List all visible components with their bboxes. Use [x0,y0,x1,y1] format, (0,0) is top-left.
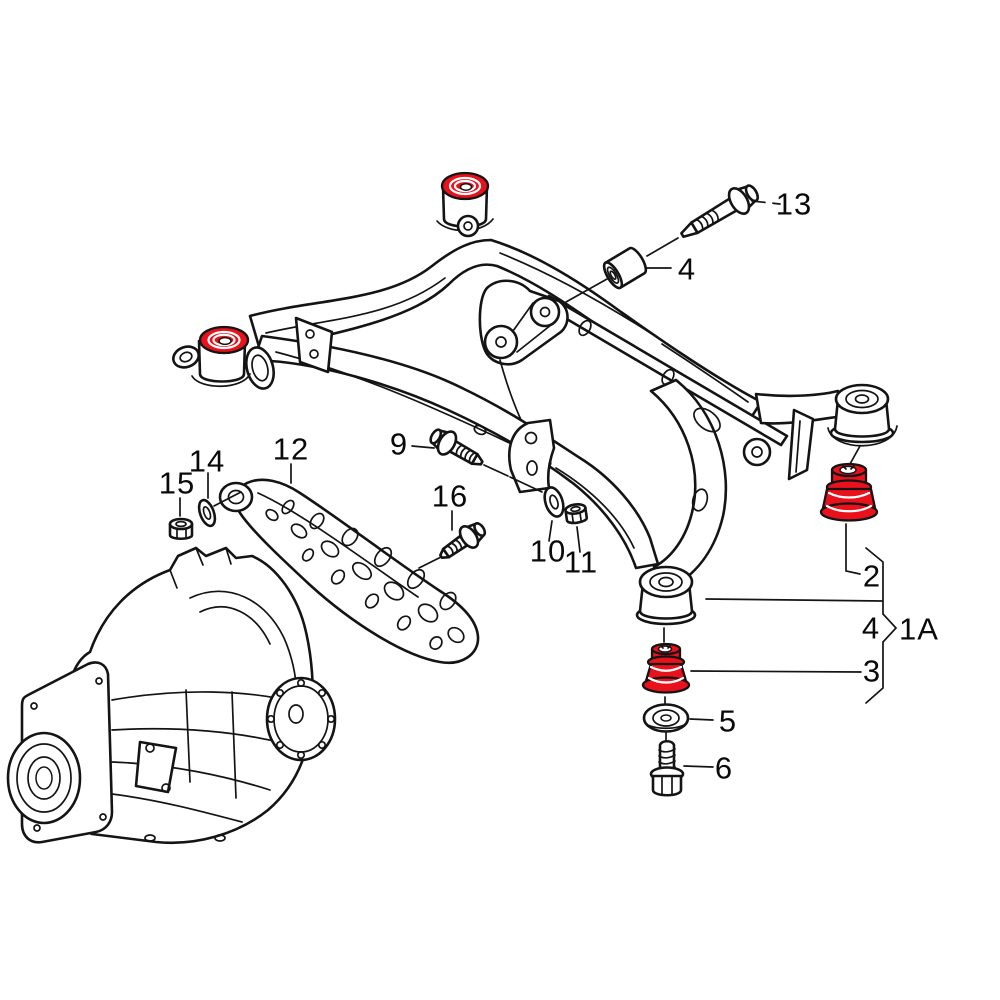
bolt-9 [429,428,484,466]
bolt-6 [649,732,685,797]
bolt-16 [438,522,487,560]
front-left-mount-bushing [172,325,275,390]
group-brace-1A [865,547,898,704]
callout-4-top: 4 [677,251,697,287]
support-bracket-drawing [218,478,480,665]
bushing-3 [641,627,691,694]
callout-14: 14 [188,443,226,479]
callout-15: 15 [158,465,196,501]
bushing-4 [565,237,679,303]
washer-10 [543,486,565,518]
front-mount-cup [635,565,697,626]
washer-14 [197,498,217,528]
callout-4-group: 4 [861,610,881,646]
callout-6: 6 [714,750,734,786]
subframe-drawing [248,238,898,587]
callout-11: 11 [563,544,599,580]
bushing-2 [819,445,879,522]
callout-5: 5 [718,703,738,739]
callout-13: 13 [775,186,813,222]
callout-12: 12 [272,431,310,467]
differential-drawing [6,546,337,844]
nut-15 [168,517,194,541]
washer-5 [642,696,690,733]
bolt-13 [680,184,759,239]
callout-10: 10 [529,533,567,569]
callout-2: 2 [862,558,882,594]
rear-right-mount-cup [829,383,895,444]
callout-1A: 1A [899,611,939,647]
callout-3: 3 [862,653,882,689]
callout-9: 9 [389,426,409,462]
rear-top-mount-bushing [436,171,494,238]
leader-lines [179,200,883,768]
nut-11 [564,503,589,525]
callout-16: 16 [431,478,469,514]
